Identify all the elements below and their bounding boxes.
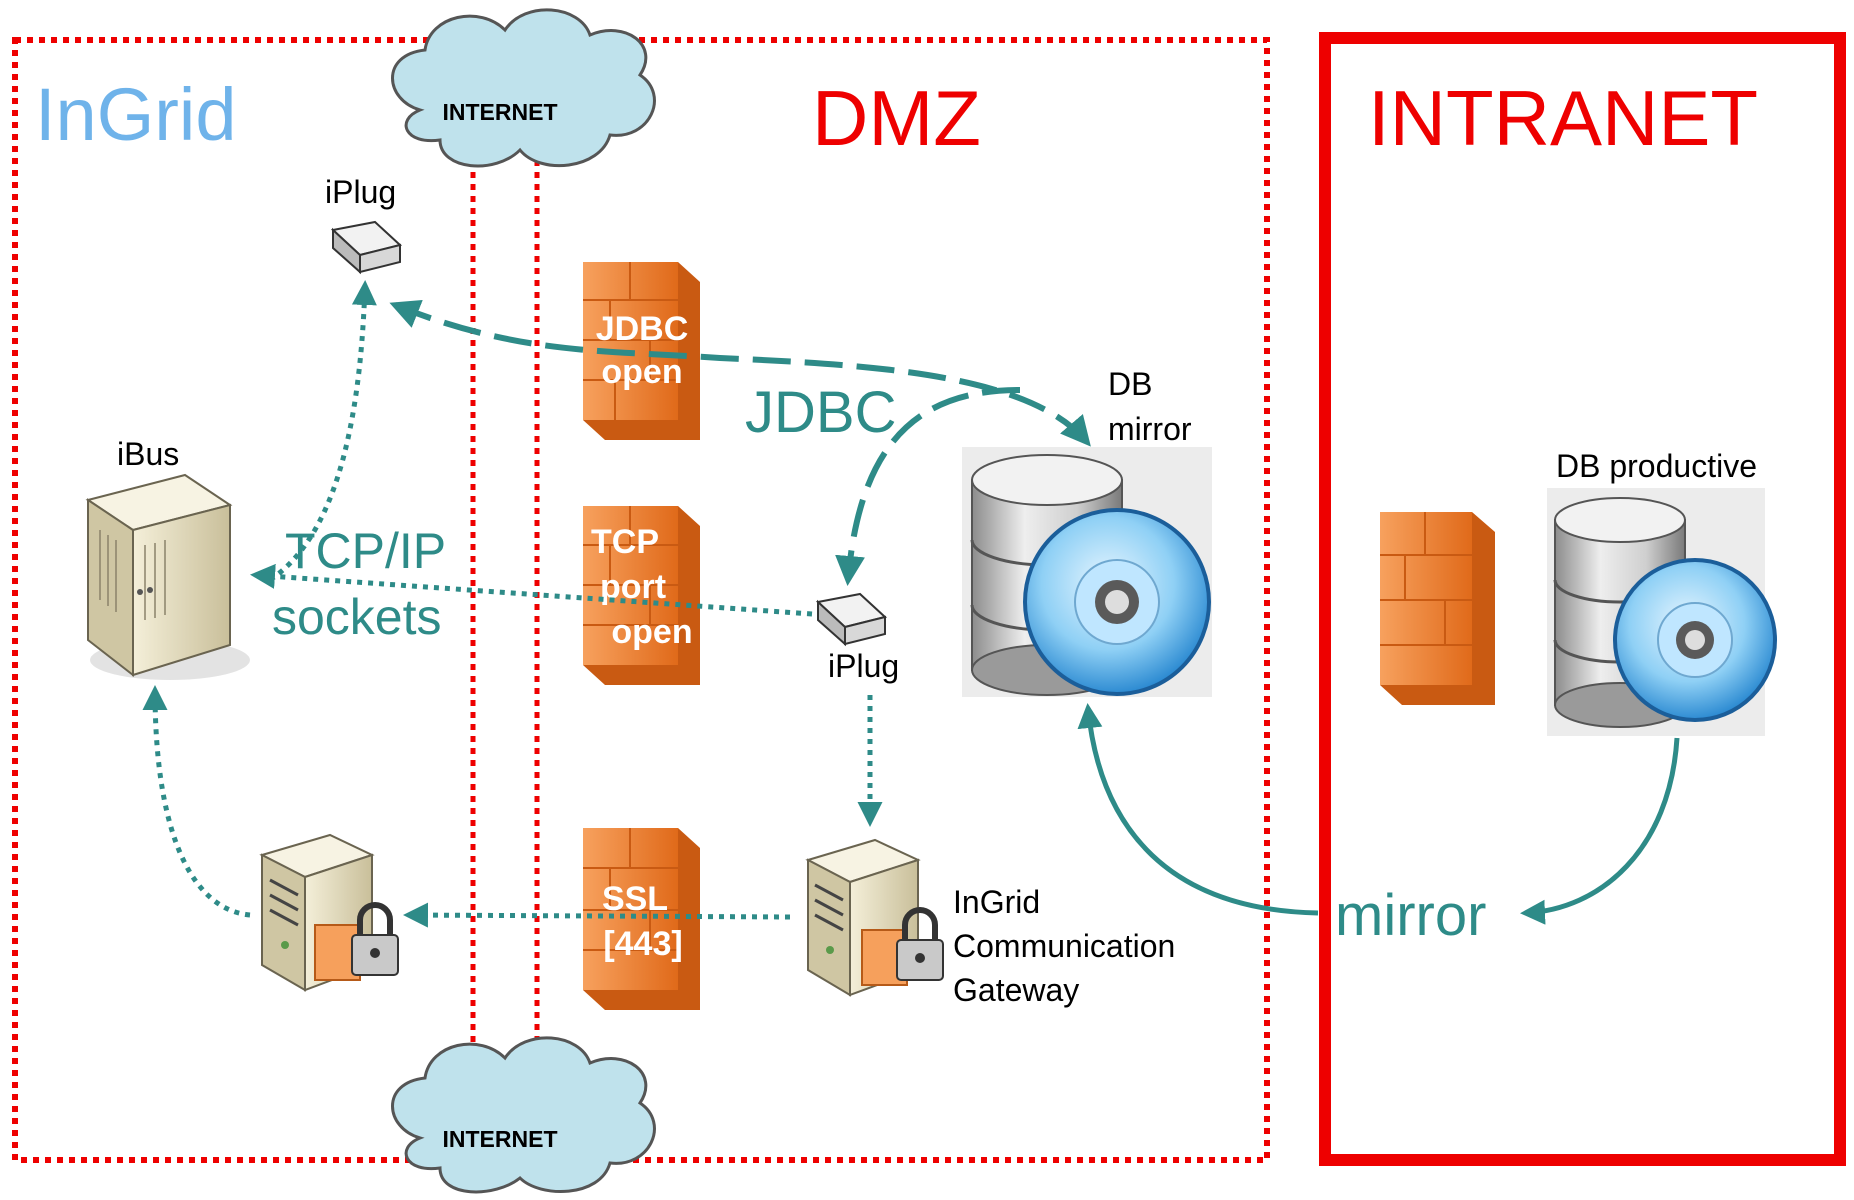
communication-gateway-icon — [805, 838, 944, 997]
tcp-firewall: TCP port open — [583, 506, 700, 685]
iplug-top-device — [330, 220, 403, 275]
iplug-mid-label: iPlug — [828, 648, 899, 684]
intranet-zone-border — [1319, 32, 1846, 1166]
db-mirror-label-line1: DB — [1108, 366, 1152, 402]
internet-cloud-bottom: INTERNET — [391, 1036, 656, 1194]
jdbc-firewall-label-line2: open — [601, 353, 682, 391]
jdbc-connection-iplug-to-db — [389, 299, 1091, 447]
jdbc-firewall-label-line1: JDBC — [596, 310, 689, 348]
ssl-firewall: SSL [443] — [583, 828, 700, 1010]
mirror-connection-to-db-mirror — [1077, 703, 1319, 916]
dmz-zone-label: DMZ — [812, 74, 981, 162]
ssl-firewall-label-line2: [443] — [603, 925, 682, 963]
mirror-connection-label: mirror — [1335, 883, 1486, 948]
iplug-mid-device — [815, 592, 888, 647]
secure-server-left-icon — [259, 833, 399, 992]
db-mirror-icon — [962, 447, 1212, 697]
ibus-server-icon — [85, 473, 250, 680]
jdbc-connection-label: JDBC — [745, 380, 896, 445]
jdbc-connection-db-to-iplug — [835, 387, 1021, 586]
ssl-firewall-label-line1: SSL — [602, 880, 668, 918]
left-server-to-ibus-connection — [142, 685, 251, 918]
gateway-to-left-server-connection — [403, 902, 791, 928]
tcp-firewall-label-line1: TCP — [591, 523, 659, 561]
gateway-label-line1: InGrid — [953, 884, 1040, 920]
intranet-zone-label: INTRANET — [1368, 74, 1758, 162]
mirror-connection-from-db-productive — [1520, 737, 1680, 925]
ingrid-zone-label: InGrid — [35, 73, 237, 156]
intranet-firewall — [1380, 512, 1495, 705]
tcp-connection-label-line1: TCP/IP — [285, 523, 446, 579]
internet-cloud-top: INTERNET — [391, 8, 656, 168]
internet-top-label: INTERNET — [443, 99, 558, 125]
ibus-label: iBus — [117, 436, 179, 472]
dmz-zone-border — [12, 37, 1270, 1163]
tcp-firewall-label-line3: open — [611, 613, 692, 651]
gateway-label-line3: Gateway — [953, 972, 1079, 1008]
iplug-top-label: iPlug — [325, 174, 396, 210]
internet-bottom-label: INTERNET — [443, 1126, 558, 1152]
tcp-connection-iplug-to-ibus — [250, 563, 813, 617]
db-productive-icon — [1547, 488, 1777, 736]
gateway-label-line2: Communication — [953, 928, 1175, 964]
db-mirror-label-line2: mirror — [1108, 411, 1192, 447]
tcp-connection-label-line2: sockets — [272, 589, 442, 645]
db-productive-label: DB productive — [1556, 448, 1757, 484]
